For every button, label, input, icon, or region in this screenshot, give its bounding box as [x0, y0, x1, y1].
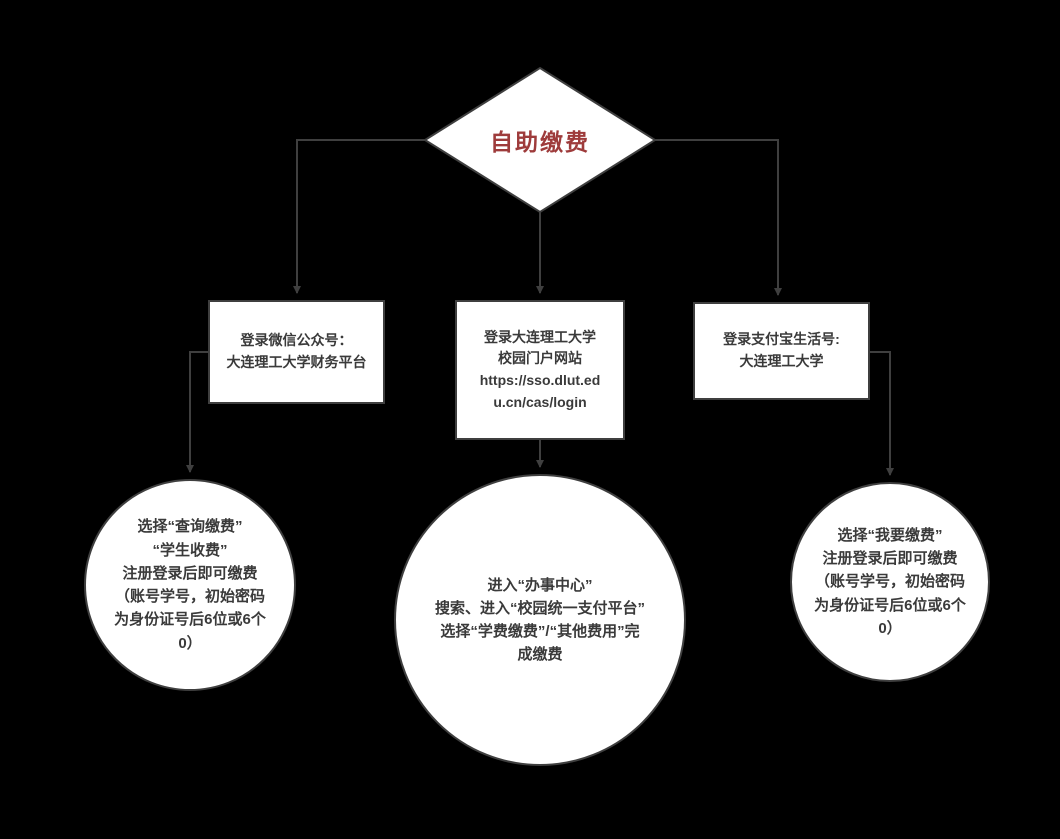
connector-alipay-box-to-circle	[870, 351, 894, 476]
text-line: 校园门户网站	[498, 350, 582, 367]
text-line: 选择“我要缴费”	[837, 526, 943, 544]
portal-login-box: 登录大连理工大学 校园门户网站 https://sso.dlut.ed u.cn…	[455, 300, 625, 440]
text-line: 大连理工大学	[739, 353, 824, 369]
start-diamond-label: 自助缴费	[490, 129, 590, 155]
text-line: 选择“学费缴费”/“其他费用”完	[440, 623, 640, 640]
connector-wechat-box-to-circle	[186, 351, 208, 473]
text-line: 0）	[878, 619, 902, 637]
text-line: 为身份证号后6位或6个	[114, 611, 266, 629]
text-line: 为身份证号后6位或6个	[814, 596, 966, 614]
portal-steps-circle: 进入“办事中心” 搜索、进入“校园统一支付平台” 选择“学费缴费”/“其他费用”…	[394, 474, 686, 766]
text-line: 选择“查询缴费”	[137, 518, 243, 536]
wechat-login-box: 登录微信公众号： 大连理工大学财务平台	[208, 300, 385, 404]
alipay-steps-circle: 选择“我要缴费” 注册登录后即可缴费 （账号学号，初始密码 为身份证号后6位或6…	[790, 482, 990, 682]
connector-diamond-to-wechat-box	[293, 139, 425, 294]
text-line: 大连理工大学财务平台	[226, 354, 367, 370]
text-line: 0）	[178, 634, 202, 652]
portal-url-line: https://sso.dlut.ed	[479, 372, 601, 388]
text-line: “学生收费”	[152, 541, 228, 559]
wechat-steps-circle: 选择“查询缴费” “学生收费” 注册登录后即可缴费 （账号学号，初始密码 为身份…	[84, 479, 296, 691]
text-line: 注册登录后即可缴费	[122, 564, 258, 582]
text-line: 成缴费	[517, 646, 563, 664]
text-line: 注册登录后即可缴费	[822, 550, 958, 568]
portal-url-line: u.cn/cas/login	[493, 393, 587, 410]
text-line: 搜索、进入“校园统一支付平台”	[434, 599, 645, 617]
text-line: 登录微信公众号：	[240, 332, 353, 349]
text-line: （账号学号，初始密码	[814, 573, 965, 591]
text-line: 登录支付宝生活号:	[723, 331, 840, 348]
alipay-login-box: 登录支付宝生活号: 大连理工大学	[693, 302, 870, 400]
text-line: 进入“办事中心”	[487, 576, 593, 594]
text-line: （账号学号，初始密码	[114, 588, 265, 605]
text-line: 登录大连理工大学	[484, 328, 596, 345]
connector-diamond-to-alipay-box	[655, 139, 782, 296]
